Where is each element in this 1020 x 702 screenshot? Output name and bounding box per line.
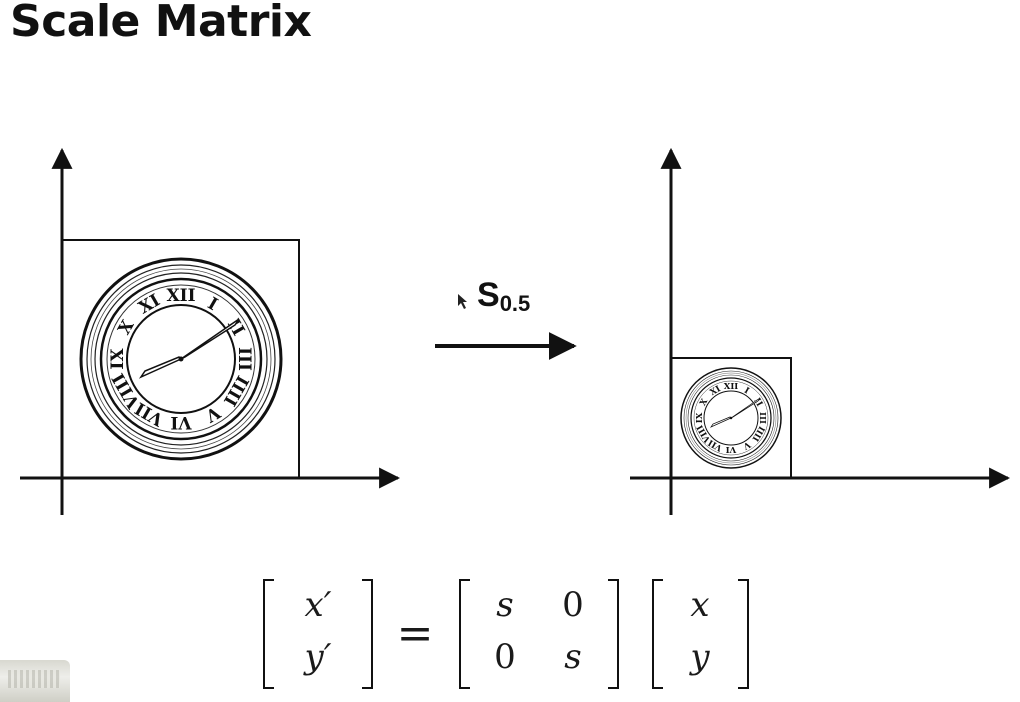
original-clock-icon bbox=[79, 257, 283, 461]
lhs-y-prime: y′ bbox=[303, 637, 332, 677]
scaled-square bbox=[670, 357, 792, 479]
equals-sign: = bbox=[397, 608, 434, 659]
rhs-y: y bbox=[688, 637, 710, 677]
scaled-clock-icon bbox=[680, 367, 782, 469]
scale-label: S0.5 bbox=[477, 276, 530, 316]
presenter-thumbnail bbox=[0, 660, 70, 702]
matrix-cell-01: 0 bbox=[562, 585, 584, 625]
scale-equation: x′ y′ = s 0 0 s x y bbox=[263, 579, 749, 689]
lhs-right-bracket bbox=[362, 579, 373, 689]
rhs-right-bracket bbox=[738, 579, 749, 689]
rhs-x: x bbox=[690, 585, 709, 625]
lhs-left-bracket bbox=[263, 579, 274, 689]
cursor-icon bbox=[458, 294, 467, 309]
lhs-x-prime: x′ bbox=[305, 585, 332, 625]
matrix-cell-10: 0 bbox=[494, 637, 516, 677]
right-axes bbox=[630, 147, 1011, 515]
slide-title: Scale Matrix bbox=[10, 0, 312, 47]
rhs-left-bracket bbox=[652, 579, 663, 689]
matrix-cell-11: s bbox=[564, 637, 581, 677]
matrix-left-bracket bbox=[459, 579, 470, 689]
matrix-cell-00: s bbox=[496, 585, 513, 625]
matrix-right-bracket bbox=[608, 579, 619, 689]
scale-symbol: S bbox=[477, 276, 500, 314]
original-square bbox=[61, 239, 300, 479]
scale-subscript: 0.5 bbox=[500, 291, 531, 316]
